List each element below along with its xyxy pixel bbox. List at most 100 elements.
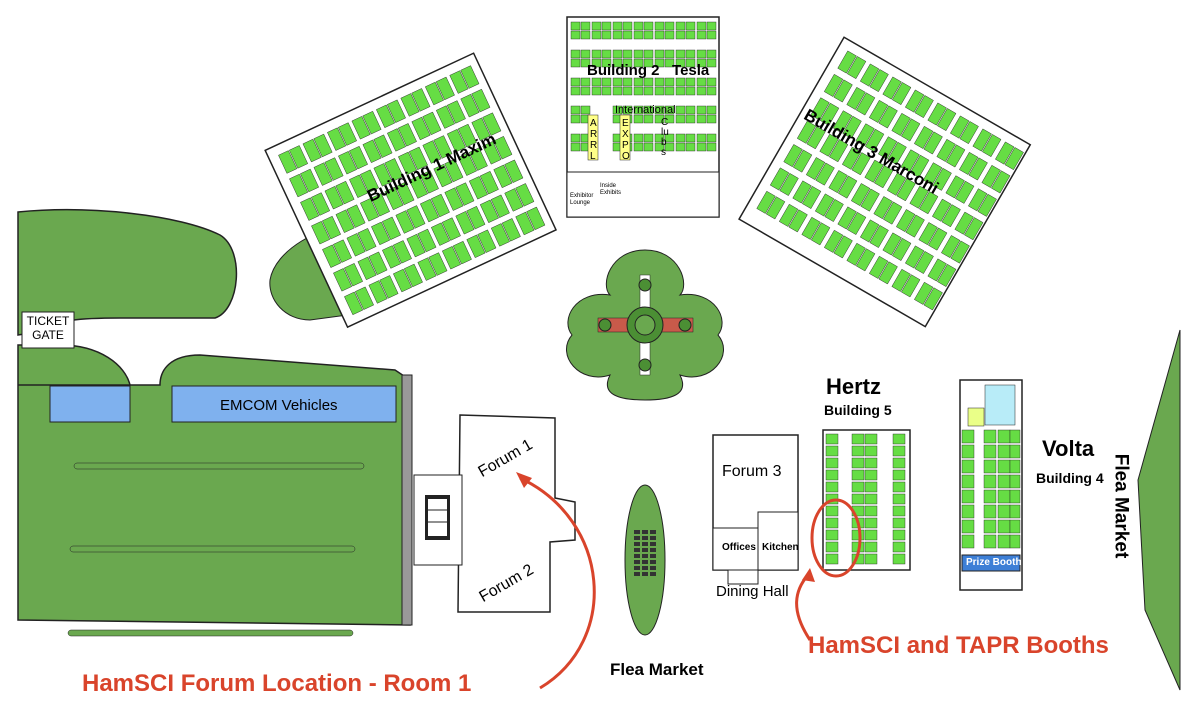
booth-b2 — [675, 49, 686, 59]
booth-b2 — [696, 114, 707, 124]
booth-b3 — [837, 206, 857, 230]
booth-b1 — [471, 88, 491, 113]
booth-volta — [997, 489, 1011, 504]
booth-b2 — [696, 86, 707, 96]
flea-stall — [634, 536, 640, 540]
building-2-subtitle: Tesla — [672, 62, 710, 79]
booth-b3 — [868, 100, 889, 123]
booth-b3 — [842, 115, 862, 139]
booth-hertz — [851, 469, 865, 481]
booth-hertz — [851, 529, 865, 541]
booth-b3 — [792, 149, 813, 173]
booth-b1 — [300, 197, 320, 221]
booth-b2 — [580, 30, 591, 40]
booth-b1 — [431, 222, 450, 246]
booth-b1 — [360, 198, 380, 222]
booth-b3 — [855, 123, 875, 147]
booth-b2 — [622, 58, 633, 68]
booth-b2 — [622, 21, 633, 31]
booth-b1 — [466, 206, 486, 230]
arrowhead-booths — [802, 568, 815, 582]
booth-b1 — [419, 170, 439, 194]
parking-stripe-1 — [73, 462, 365, 470]
booth-b3 — [950, 240, 970, 264]
booth-b2 — [675, 77, 686, 87]
booth-b3 — [819, 133, 839, 157]
booth-b1 — [322, 244, 342, 268]
booth-b2 — [643, 142, 654, 152]
booth-b2 — [580, 21, 591, 31]
booth-hertz — [892, 541, 906, 553]
booth-b3 — [838, 175, 858, 199]
hertz-subtitle: Building 5 — [824, 402, 892, 418]
arrowhead-forum1 — [516, 472, 532, 488]
booth-b1 — [337, 122, 357, 146]
booth-b3 — [878, 105, 898, 129]
booth-b1 — [302, 138, 322, 163]
booth-b2 — [612, 105, 623, 115]
booth-b1 — [398, 151, 417, 176]
flea-stall — [650, 572, 656, 576]
booth-b1 — [324, 157, 344, 181]
booth-b3 — [851, 152, 871, 176]
hamsci-forum-label: HamSCI Forum Location - Room 1 — [82, 670, 472, 697]
booth-b1 — [455, 211, 475, 235]
flea-market-center-area — [624, 484, 666, 636]
booth-b2 — [643, 86, 654, 96]
booth-hertz — [864, 553, 878, 565]
booth-b1 — [425, 81, 444, 106]
booth-b3 — [878, 261, 898, 285]
flea-stall — [634, 548, 640, 552]
booth-b2 — [664, 21, 675, 31]
booth-b1 — [327, 127, 347, 151]
booth-b1 — [441, 217, 461, 241]
booth-b2 — [664, 114, 675, 124]
booth-b1 — [322, 215, 341, 240]
booth-b3 — [909, 185, 929, 209]
booth-hertz — [825, 517, 839, 529]
booth-b2 — [591, 49, 602, 59]
booth-b1 — [384, 158, 404, 182]
booth-b3 — [841, 146, 862, 170]
booth-b1 — [460, 94, 480, 118]
ticket-gate-line1: TICKET — [26, 314, 70, 328]
booth-b3 — [796, 120, 817, 144]
booth-b3 — [883, 201, 903, 225]
flea-market-right-label: Flea Market — [1110, 453, 1132, 559]
booth-b1 — [338, 151, 358, 175]
booth-b1 — [300, 168, 319, 193]
flea-stall — [650, 560, 656, 564]
booth-hertz — [825, 541, 839, 553]
booth-b1 — [504, 188, 524, 212]
hamsci-booths-label: HamSCI and TAPR Booths — [808, 632, 1109, 659]
booth-b1 — [386, 99, 406, 123]
booth-b1 — [400, 93, 420, 117]
booth-b3 — [832, 110, 853, 134]
booth-volta — [961, 474, 975, 489]
booth-b1 — [422, 111, 442, 136]
booth-b3 — [765, 196, 786, 220]
flea-stall — [642, 566, 648, 570]
booth-b2 — [622, 86, 633, 96]
booth-b3 — [891, 113, 911, 136]
arrow-to-forum1 — [519, 476, 596, 690]
booth-volta — [997, 504, 1011, 519]
clubs-label: Clubs — [661, 117, 669, 158]
booth-b2 — [685, 114, 696, 124]
booth-b2 — [612, 86, 623, 96]
booth-b1 — [373, 163, 393, 187]
booth-volta — [983, 429, 997, 444]
dining-hall-label: Dining Hall — [716, 583, 789, 600]
booth-b2 — [643, 49, 654, 59]
booth-volta — [1009, 444, 1021, 459]
booth-b3 — [769, 167, 790, 191]
booth-b3 — [905, 245, 925, 269]
booth-hertz — [851, 457, 865, 469]
booth-b2 — [622, 30, 633, 40]
booth-b2 — [696, 49, 707, 59]
booth-b2 — [685, 142, 696, 152]
booth-hertz — [851, 445, 865, 457]
booth-b2 — [675, 30, 686, 40]
booth-b1 — [370, 193, 390, 217]
arrow-to-booths — [795, 574, 812, 641]
